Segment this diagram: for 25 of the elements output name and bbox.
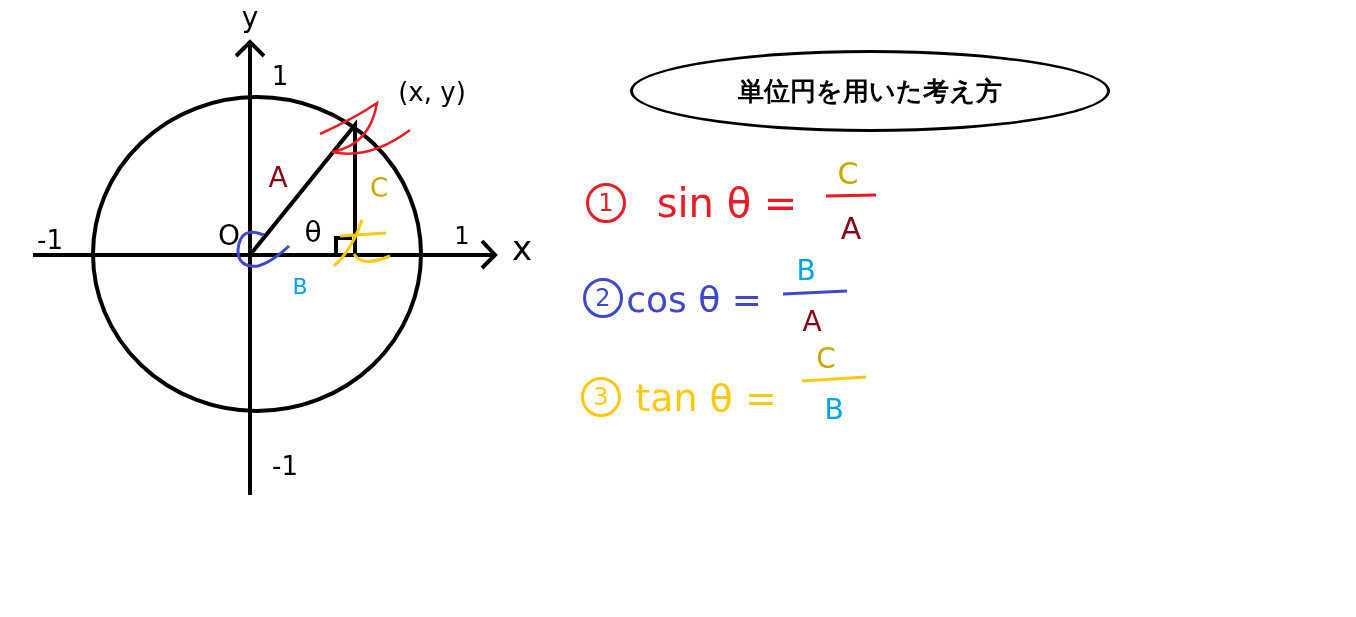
- fraction-numerator: B: [796, 257, 816, 285]
- tick-label: -1: [37, 227, 63, 253]
- point-label: (x, y): [398, 79, 466, 105]
- axis-label: y: [241, 4, 259, 32]
- circled-number: 3: [581, 377, 621, 417]
- fraction-numerator: C: [837, 159, 859, 189]
- circled-number: 1: [586, 183, 626, 223]
- tick-label: 1: [454, 224, 470, 248]
- side-label: B: [292, 276, 308, 298]
- circled-number: 2: [583, 278, 623, 318]
- fraction-denominator: A: [840, 214, 862, 244]
- fraction-denominator: B: [824, 396, 844, 424]
- formula-text: cos θ =: [626, 282, 762, 318]
- axis-label: x: [511, 231, 533, 265]
- fraction-numerator: C: [816, 345, 836, 373]
- title-ellipse: 単位円を用いた考え方: [630, 50, 1110, 132]
- tick-label: 1: [271, 63, 289, 89]
- origin-label: O: [218, 222, 240, 250]
- side-label: C: [369, 175, 389, 201]
- tick-label: -1: [272, 453, 298, 479]
- fraction-denominator: A: [802, 308, 822, 336]
- formula-text: sin θ =: [656, 183, 798, 223]
- angle-label: θ: [304, 219, 322, 247]
- formula-text: tan θ =: [635, 379, 777, 417]
- side-label: A: [268, 164, 288, 192]
